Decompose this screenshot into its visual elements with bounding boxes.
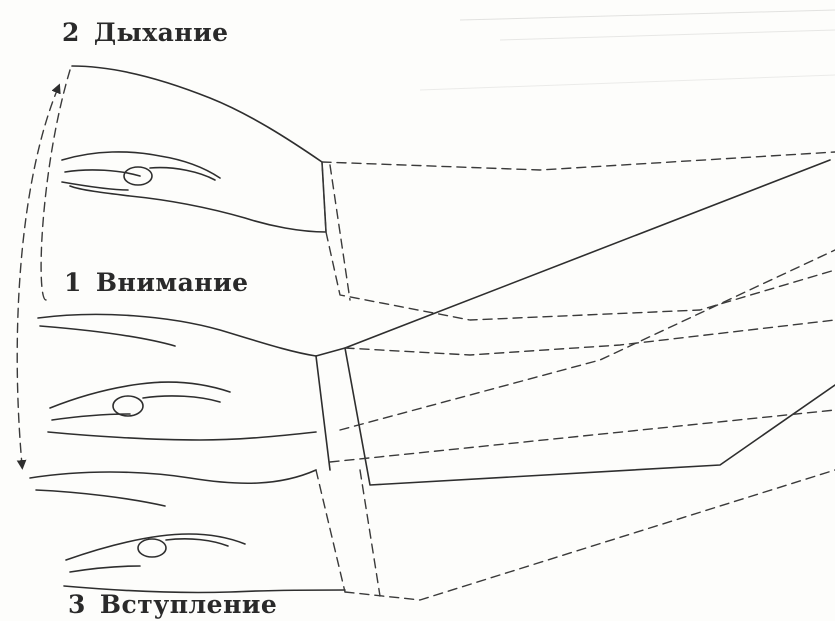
label-breath-number: 2 bbox=[62, 18, 80, 47]
label-breath-text: Дыхание bbox=[94, 18, 229, 47]
label-attention-number: 1 bbox=[64, 268, 82, 297]
label-attention: 1 Внимание bbox=[64, 268, 249, 297]
paper-texture bbox=[420, 10, 835, 90]
label-entry: 3 Вступление bbox=[68, 590, 277, 619]
label-attention-text: Внимание bbox=[96, 268, 249, 297]
hand-position-1 bbox=[38, 160, 835, 485]
double-arrow-icon bbox=[17, 70, 70, 465]
label-breath: 2 Дыхание bbox=[62, 18, 229, 47]
label-entry-number: 3 bbox=[68, 590, 86, 619]
label-entry-text: Вступление bbox=[100, 590, 277, 619]
